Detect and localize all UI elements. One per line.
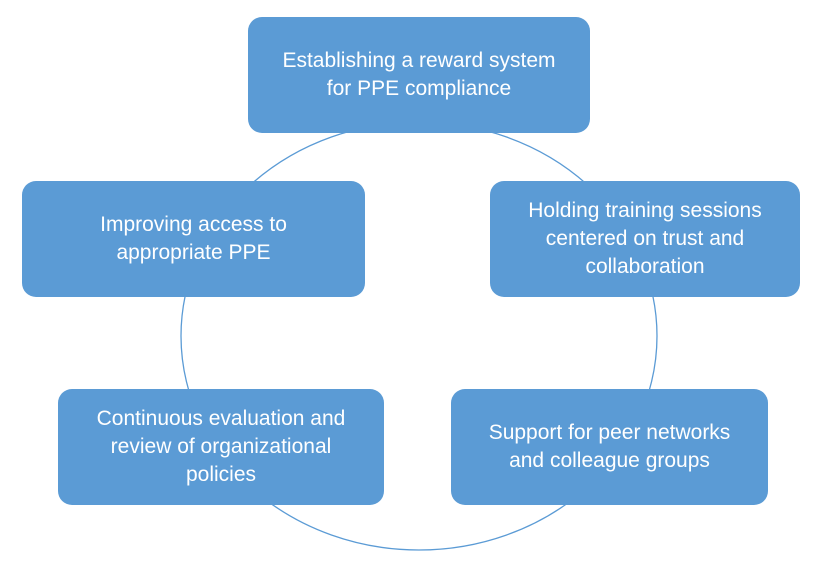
cycle-node-peer-networks: Support for peer networks and colleague … <box>451 389 768 505</box>
cycle-node-policy-evaluation: Continuous evaluation and review of orga… <box>58 389 384 505</box>
cycle-node-reward-system: Establishing a reward system for PPE com… <box>248 17 590 133</box>
cycle-node-ppe-access: Improving access to appropriate PPE <box>22 181 365 297</box>
cycle-node-training-sessions-label: Holding training sessions centered on tr… <box>528 199 762 278</box>
cycle-node-policy-evaluation-label: Continuous evaluation and review of orga… <box>96 407 346 486</box>
cycle-node-ppe-access-label: Improving access to appropriate PPE <box>100 213 287 264</box>
cycle-node-peer-networks-label: Support for peer networks and colleague … <box>488 421 731 472</box>
cycle-node-reward-system-label: Establishing a reward system for PPE com… <box>282 49 556 100</box>
cycle-node-training-sessions: Holding training sessions centered on tr… <box>490 181 800 297</box>
